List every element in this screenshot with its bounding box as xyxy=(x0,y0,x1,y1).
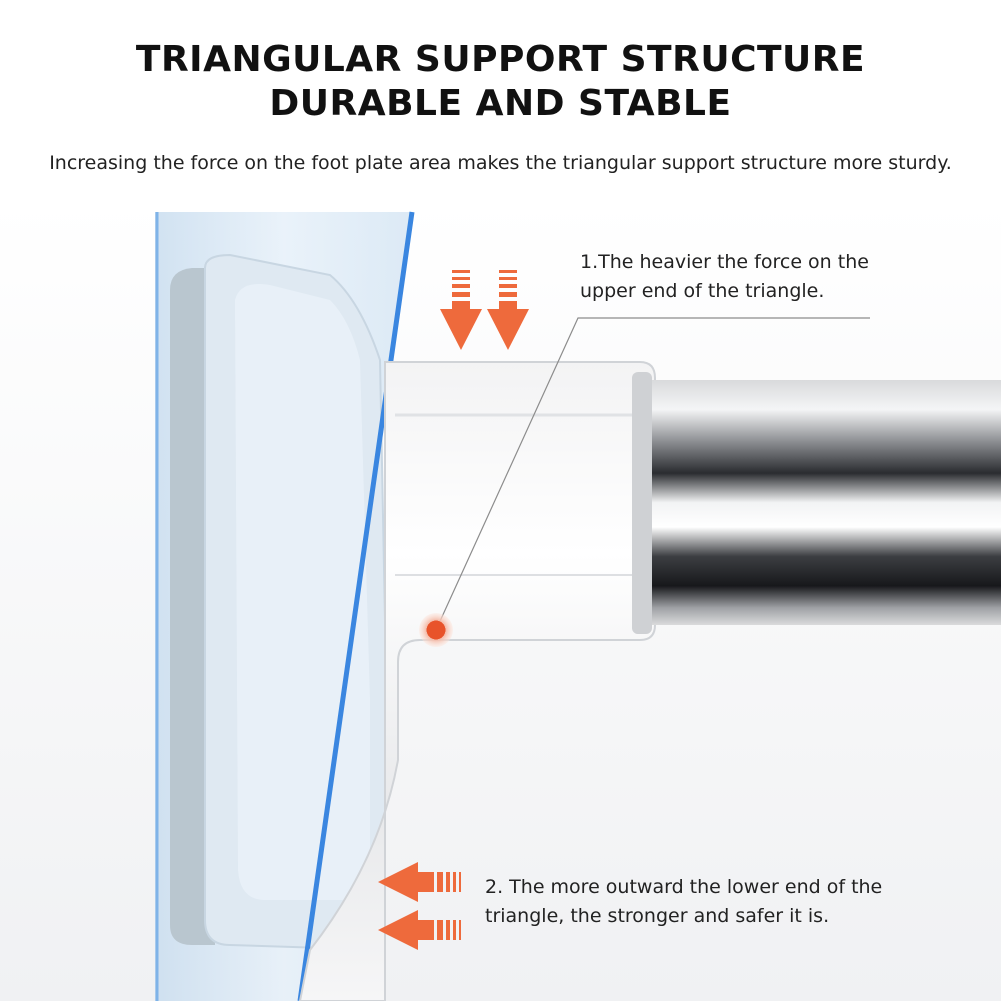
callout-leader-line xyxy=(435,317,870,631)
callout-upper-line-2: upper end of the triangle. xyxy=(580,280,825,302)
base-plate-inner xyxy=(235,284,370,900)
down-arrow-icon xyxy=(440,270,482,350)
pipe-end-ring xyxy=(632,372,652,634)
down-arrow-icon xyxy=(487,270,529,350)
subtitle: Increasing the force on the foot plate a… xyxy=(49,152,952,174)
callout-lower-line-2: triangle, the stronger and safer it is. xyxy=(485,905,830,927)
left-arrow-icon xyxy=(378,910,461,950)
headline-line-2: DURABLE AND STABLE xyxy=(269,83,732,124)
left-arrow-icon xyxy=(378,862,461,902)
marker-dot-icon xyxy=(419,613,453,647)
callout-upper-force: 1.The heavier the force on the upper end… xyxy=(580,248,910,306)
base-plate-edge xyxy=(170,268,215,945)
callout-upper-line-1: 1.The heavier the force on the xyxy=(580,251,869,273)
steel-pipe xyxy=(645,380,1001,625)
headline-line-1: TRIANGULAR SUPPORT STRUCTURE xyxy=(135,39,866,80)
callout-lower-line-1: 2. The more outward the lower end of the xyxy=(485,876,883,898)
wall-edge-line xyxy=(297,211,415,1001)
callout-lower-end: 2. The more outward the lower end of the… xyxy=(485,873,955,931)
collar-fitting xyxy=(298,361,656,1001)
product-illustration xyxy=(0,200,1001,1001)
